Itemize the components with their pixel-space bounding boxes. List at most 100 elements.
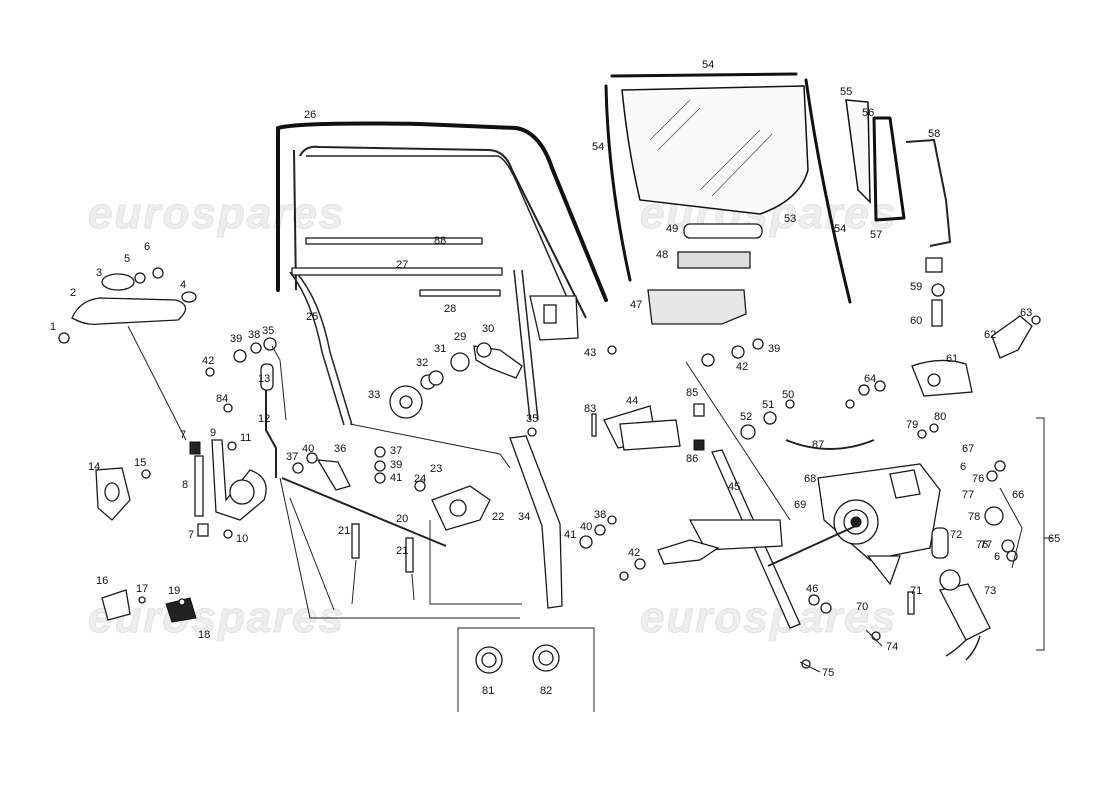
callout-label: 73 (984, 585, 996, 597)
bracket-plate-45 (688, 519, 783, 551)
hinge-parts-group (101, 477, 447, 623)
callout-label: 39 (768, 343, 780, 355)
bolt-39 (752, 338, 764, 350)
callout-label: 35 (526, 413, 538, 425)
leader-lines (127, 325, 1052, 673)
grommet-81-hole (481, 652, 497, 668)
rod-12 (265, 388, 277, 478)
washer-42b (634, 558, 646, 570)
callout-label: 62 (984, 329, 996, 341)
callout-label: 82 (540, 685, 552, 697)
callout-label: 1 (50, 321, 56, 333)
callout-label: 39 (230, 333, 242, 345)
callout-label: 58 (928, 128, 940, 140)
lock-61-hub (927, 373, 941, 387)
callout-label: 61 (946, 353, 958, 365)
washer-38 (250, 342, 262, 354)
callout-label: 7 (180, 429, 186, 441)
washer-39 (233, 349, 247, 363)
bushing-72 (931, 527, 949, 559)
callout-label: 29 (454, 331, 466, 343)
rod-8 (194, 455, 204, 517)
callout-label: 22 (492, 511, 504, 523)
nut-6 (152, 267, 164, 279)
inner-frame-2 (306, 155, 577, 319)
callout-label: 71 (910, 585, 922, 597)
callout-label: 59 (910, 281, 922, 293)
lever-45 (657, 539, 720, 565)
screw-15 (141, 469, 151, 479)
watermark: eurospares (88, 593, 345, 642)
glass-reflection (649, 99, 773, 197)
striker-hole (104, 482, 120, 502)
callout-label: 34 (518, 511, 530, 523)
callout-label: 67 (962, 443, 974, 455)
callout-label: 83 (584, 403, 596, 415)
screw-17 (138, 596, 146, 604)
rod-20 (281, 477, 447, 547)
callout-label: 80 (934, 411, 946, 423)
crank-boss-29 (476, 342, 492, 358)
callout-label: 86 (686, 453, 698, 465)
callout-label: 78 (968, 511, 980, 523)
callout-label: 74 (886, 641, 898, 653)
washer-77 (1001, 539, 1015, 553)
callout-label: 43 (584, 347, 596, 359)
rosette-33-hub (399, 395, 413, 409)
callout-label: 8 (182, 479, 188, 491)
callout-label: 47 (630, 299, 642, 311)
callout-label: 42 (202, 355, 214, 367)
callout-label: 16 (96, 575, 108, 587)
callout-label: 6 (994, 551, 1000, 563)
callout-label: 38 (248, 329, 260, 341)
washer-52 (740, 424, 756, 440)
block-7b (197, 523, 209, 537)
door-seal-26 (276, 121, 608, 302)
screw-10 (223, 529, 233, 539)
callout-label: 35 (262, 325, 274, 337)
callout-label: 55 (840, 86, 852, 98)
callout-label: 77 (962, 489, 974, 501)
callout-label: 42 (628, 547, 640, 559)
callout-label: 15 (134, 457, 146, 469)
callout-label: 21 (338, 525, 350, 537)
pad-48 (677, 251, 751, 269)
callout-label: 65 (1048, 533, 1060, 545)
callout-label: 37 (286, 451, 298, 463)
callout-label: 40 (302, 443, 314, 455)
callout-label: 56 (862, 107, 874, 119)
channel-25b (289, 271, 345, 426)
callout-label: 25 (306, 311, 318, 323)
callout-label: 69 (794, 499, 806, 511)
washer-51 (763, 411, 777, 425)
bolt-85 (693, 403, 705, 417)
callout-label: 72 (950, 529, 962, 541)
callout-label: 24 (414, 473, 426, 485)
watermark: eurospares (640, 593, 897, 642)
callout-label: 66 (1012, 489, 1024, 501)
callout-label: 27 (396, 259, 408, 271)
inset-frame (457, 627, 595, 712)
screw-43 (607, 345, 617, 355)
callout-label: 31 (434, 343, 446, 355)
washer-24 (414, 480, 426, 492)
screw-84 (223, 403, 233, 413)
callout-label: 33 (368, 389, 380, 401)
callout-label: 13 (258, 373, 270, 385)
washer-46b (820, 602, 832, 614)
callout-label: 68 (804, 473, 816, 485)
callout-label: 23 (430, 463, 442, 475)
hinge-44b (619, 419, 681, 451)
callout-label: 57 (870, 229, 882, 241)
clip-59 (931, 283, 945, 297)
callout-label: 53 (784, 213, 796, 225)
grommet-78 (984, 506, 1004, 526)
callout-label: 26 (304, 109, 316, 121)
nut-35 (263, 337, 277, 351)
washer-37b (374, 446, 386, 458)
block-86 (693, 439, 705, 451)
key-62 (991, 315, 1033, 359)
washer-40b (594, 524, 606, 536)
callout-label: 63 (1020, 307, 1032, 319)
